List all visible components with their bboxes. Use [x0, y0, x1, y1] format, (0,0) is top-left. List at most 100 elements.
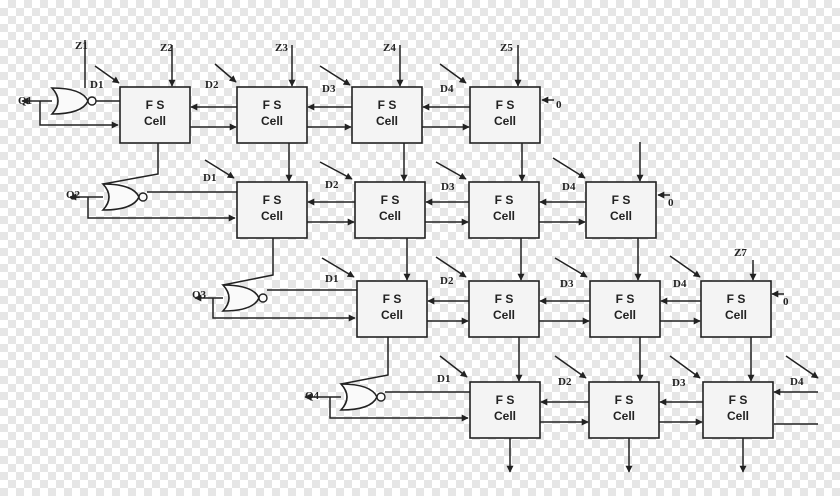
nor-gate	[221, 284, 260, 312]
inverter-bubble	[138, 192, 148, 202]
fs-cell-label: F S	[616, 292, 635, 306]
dividend-input-label: Z1	[75, 40, 88, 52]
fs-cell-box	[702, 381, 774, 439]
q-output-label: Q1	[18, 95, 32, 107]
divisor-label: D3	[672, 377, 686, 389]
fs-cell-box	[119, 86, 191, 144]
fs-cell-label: Cell	[725, 308, 747, 322]
fs-cell: F S Cell	[700, 280, 772, 338]
fs-cell-box	[585, 181, 657, 239]
divisor-arrow	[669, 255, 701, 278]
divisor-label: D2	[440, 275, 454, 287]
inverter-bubble	[376, 392, 386, 402]
fs-cell-label: F S	[727, 292, 746, 306]
fs-cell-label: F S	[612, 193, 631, 207]
fs-cell-box	[588, 381, 660, 439]
fs-cell: F S Cell	[469, 86, 541, 144]
divisor-label: D3	[322, 83, 336, 95]
divisor-label: D1	[437, 373, 450, 385]
fs-cell-label: Cell	[493, 209, 515, 223]
fs-cell: F S Cell	[354, 181, 426, 239]
fs-cell-box	[356, 280, 428, 338]
fs-cell-label: F S	[729, 393, 748, 407]
divisor-arrow	[554, 257, 588, 278]
divisor-arrow	[204, 159, 235, 179]
dividend-input-label: Z3	[275, 42, 288, 54]
fs-cell-label: F S	[378, 98, 397, 112]
feedback-wire	[39, 101, 119, 129]
fs-cell-label: F S	[146, 98, 165, 112]
fs-cell-box	[469, 381, 541, 439]
fs-cell: F S Cell	[588, 381, 660, 439]
fs-cell-box	[469, 86, 541, 144]
divisor-label: D2	[558, 376, 572, 388]
zero-input-label: 0	[668, 197, 674, 209]
divisor-label: D3	[441, 181, 455, 193]
fs-cell: F S Cell	[468, 181, 540, 239]
feedback-wire	[87, 197, 236, 222]
fs-cell-label: F S	[495, 193, 514, 207]
inverter-bubble	[87, 96, 97, 106]
dividend-input-label: Z7	[734, 247, 747, 259]
fs-cell: F S Cell	[119, 86, 191, 144]
fs-cell-label: F S	[615, 393, 634, 407]
divisor-label: D4	[440, 83, 454, 95]
fs-cell-label: Cell	[727, 409, 749, 423]
q-output-label: Q3	[192, 289, 207, 301]
fs-cell-label: F S	[383, 292, 402, 306]
fs-cell-label: Cell	[493, 308, 515, 322]
fs-cell-box	[354, 181, 426, 239]
divisor-arrow	[435, 161, 467, 180]
feedback-wire	[329, 397, 469, 422]
fs-cell-label: F S	[496, 98, 515, 112]
fs-cell-label: Cell	[614, 308, 636, 322]
fs-cell-label: Cell	[613, 409, 635, 423]
fs-cell-label: Cell	[494, 114, 516, 128]
divisor-label: D3	[560, 278, 574, 290]
q-output-label: Q2	[66, 189, 81, 201]
divisor-arrow	[669, 355, 701, 379]
divisor-arrow	[319, 65, 351, 86]
borrow-chain	[222, 238, 274, 286]
fs-cell-label: F S	[496, 393, 515, 407]
fs-cell-box	[589, 280, 661, 338]
divisor-label: D1	[325, 273, 338, 285]
fs-cell: F S Cell	[469, 381, 541, 439]
fs-cell-label: Cell	[494, 409, 516, 423]
divisor-arrow	[94, 65, 120, 84]
nor-gate	[339, 383, 378, 411]
divisor-arrow	[439, 355, 468, 378]
zero-input-label: 0	[556, 99, 562, 111]
fs-cell: F S Cell	[589, 280, 661, 338]
fs-cell-label: F S	[381, 193, 400, 207]
divisor-arrow	[552, 157, 586, 179]
fs-cell-label: Cell	[376, 114, 398, 128]
divisor-arrow	[214, 63, 237, 83]
fs-cell-label: Cell	[261, 114, 283, 128]
divisor-label: D2	[325, 179, 339, 191]
dividend-input-label: Z4	[383, 42, 396, 54]
fs-cell-box	[351, 86, 423, 144]
nor-gate	[101, 183, 140, 211]
divisor-arrow	[435, 256, 467, 278]
q-output-label: Q4	[305, 390, 320, 402]
dividend-input-label: Z5	[500, 42, 513, 54]
divisor-arrow	[785, 355, 819, 379]
inverter-bubble	[258, 293, 268, 303]
feedback-wire	[212, 298, 356, 322]
fs-cell-label: Cell	[379, 209, 401, 223]
fs-cell-label: Cell	[144, 114, 166, 128]
divisor-arrow	[321, 257, 355, 278]
divisor-arrow	[554, 355, 587, 379]
divisor-label: D1	[203, 172, 216, 184]
fs-cell-label: F S	[263, 193, 282, 207]
nor-gate	[50, 87, 89, 115]
borrow-chain	[102, 143, 159, 185]
fs-cell-box	[468, 181, 540, 239]
